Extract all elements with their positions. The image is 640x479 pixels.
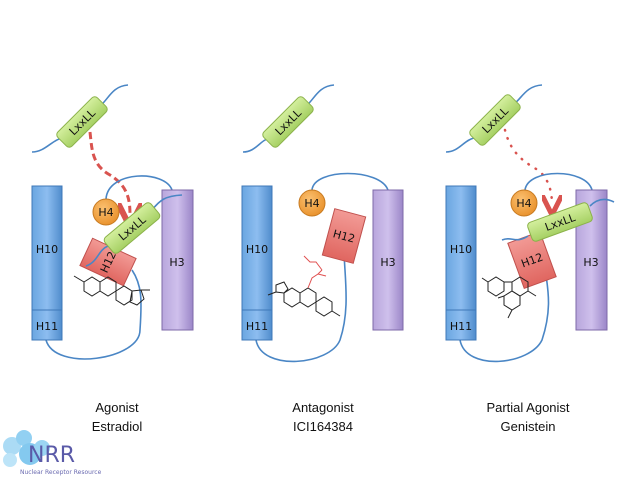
helix-h4 bbox=[298, 189, 326, 217]
dotted-arrow bbox=[503, 128, 552, 205]
loop bbox=[311, 172, 389, 191]
caption-class: Agonist bbox=[95, 400, 139, 415]
logo-tagline: Nuclear Receptor Resource bbox=[20, 469, 102, 476]
peptide-strand bbox=[513, 84, 543, 105]
helix-h4-label: H4 bbox=[304, 197, 319, 210]
panel-agonist: LxxLL H10 H11 H3 H4 H12 LxxLL bbox=[31, 84, 194, 360]
helix-h12: H12 bbox=[79, 237, 137, 287]
caption-partial-agonist: Partial Agonist Genistein bbox=[448, 398, 608, 436]
peptide-strand bbox=[445, 137, 475, 153]
helix-h3-label: H3 bbox=[380, 256, 395, 269]
caption-class: Partial Agonist bbox=[486, 400, 570, 415]
peptide-strand bbox=[305, 84, 335, 107]
helix-h11-label: H11 bbox=[246, 320, 268, 333]
ligand-ici164384 bbox=[267, 255, 341, 317]
helix-h11-label: H11 bbox=[450, 320, 472, 333]
lxxll-bound: LxxLL bbox=[527, 202, 593, 242]
loop bbox=[105, 175, 173, 200]
peptide-strand bbox=[501, 235, 529, 241]
ligand-estradiol bbox=[73, 275, 150, 306]
helix-h12: H12 bbox=[321, 208, 367, 264]
caption-class: Antagonist bbox=[292, 400, 354, 415]
helix-h11 bbox=[241, 309, 273, 341]
loop bbox=[45, 269, 142, 360]
helix-h3-label: H3 bbox=[169, 256, 184, 269]
helix-h10 bbox=[31, 185, 63, 311]
helix-h3 bbox=[372, 189, 404, 331]
loop bbox=[459, 274, 550, 363]
peptide-strand bbox=[31, 137, 63, 153]
caption-antagonist: Antagonist ICI164384 bbox=[243, 398, 403, 436]
helix-h12: H12 bbox=[507, 230, 557, 290]
helix-h3 bbox=[161, 189, 194, 331]
nrr-logo: NRR Nuclear Receptor Resource bbox=[3, 430, 102, 476]
lxxll-free: LxxLL bbox=[262, 96, 314, 148]
helix-h11 bbox=[445, 309, 477, 341]
helix-h11 bbox=[31, 309, 63, 341]
ligand-genistein bbox=[481, 276, 537, 319]
caption-ligand: Genistein bbox=[500, 419, 556, 434]
loop bbox=[255, 251, 347, 363]
helix-h10-label: H10 bbox=[36, 243, 58, 256]
peptide-strand bbox=[589, 198, 615, 207]
helix-h12-label: H12 bbox=[331, 227, 356, 245]
dashed-arrow bbox=[88, 131, 130, 215]
helix-h3-label: H3 bbox=[583, 256, 598, 269]
helix-h10 bbox=[241, 185, 273, 311]
panel-antagonist: LxxLL H10 H11 H3 H4 H12 bbox=[241, 84, 404, 363]
loop bbox=[524, 172, 593, 191]
caption-agonist: Agonist Estradiol bbox=[37, 398, 197, 436]
helix-h4-label: H4 bbox=[516, 197, 531, 210]
helix-h4 bbox=[510, 189, 538, 217]
peptide-strand bbox=[99, 84, 129, 107]
panel-partial-agonist: LxxLL H10 H11 H3 H4 H12 LxxLL bbox=[445, 84, 615, 363]
logo-initials: NRR bbox=[28, 443, 75, 468]
lxxll-free: LxxLL bbox=[56, 96, 108, 148]
logo-bubbles bbox=[3, 430, 50, 467]
helix-h10-label: H10 bbox=[246, 243, 268, 256]
caption-ligand: Estradiol bbox=[91, 419, 143, 434]
helix-h4-label: H4 bbox=[98, 206, 113, 219]
helix-h4 bbox=[92, 198, 120, 226]
caption-ligand: ICI164384 bbox=[293, 419, 353, 434]
helix-h10-label: H10 bbox=[450, 243, 472, 256]
peptide-strand bbox=[85, 245, 109, 267]
helix-h11-label: H11 bbox=[36, 320, 58, 333]
lxxll-free: LxxLL bbox=[469, 94, 521, 146]
